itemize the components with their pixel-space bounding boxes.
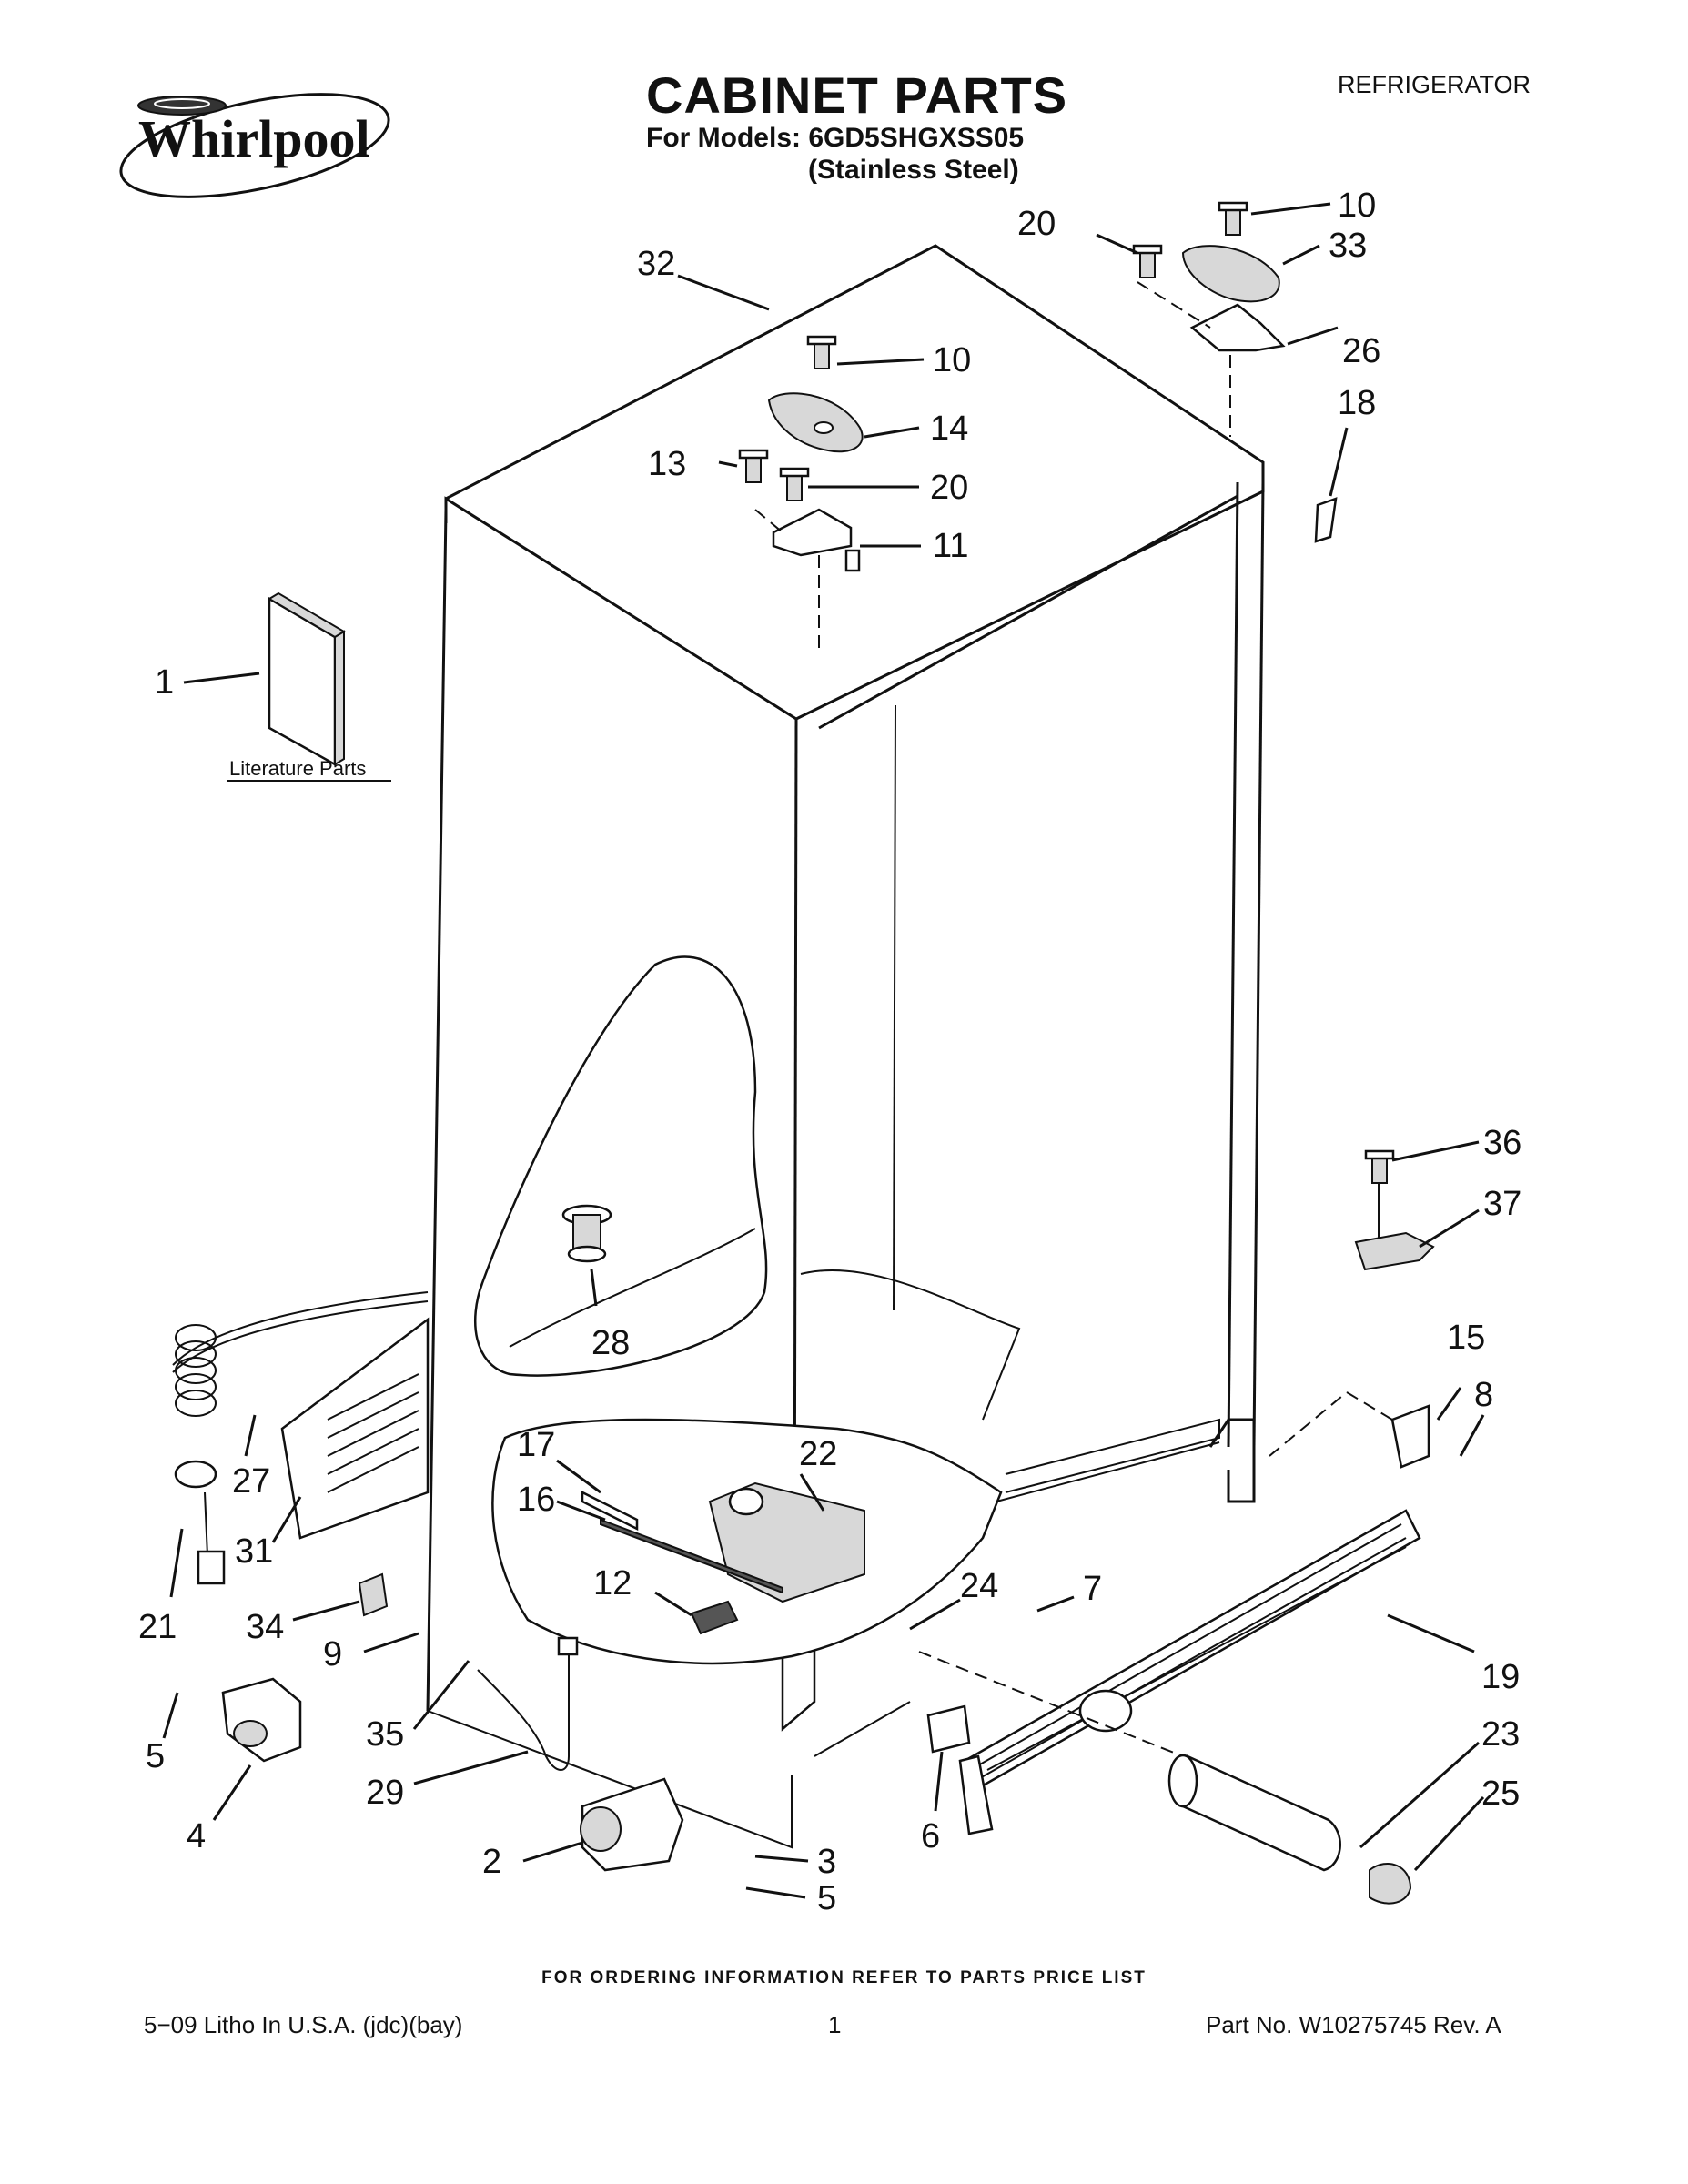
hinge-15 bbox=[1390, 1404, 1430, 1469]
category-label: REFRIGERATOR bbox=[1338, 71, 1531, 98]
page-title: CABINET PARTS bbox=[646, 66, 1068, 124]
callout-5-right: 5 bbox=[817, 1879, 836, 1917]
screws bbox=[738, 201, 1395, 1184]
callout-17: 17 bbox=[517, 1426, 555, 1464]
part-number: Part No. W10275745 Rev. A bbox=[1206, 2011, 1501, 2038]
callout-31: 31 bbox=[235, 1532, 273, 1571]
callout-14: 14 bbox=[930, 410, 968, 448]
callout-4: 4 bbox=[187, 1817, 206, 1855]
tube-16 bbox=[600, 1518, 783, 1594]
hinge-cover-33 bbox=[1181, 245, 1280, 303]
ordering-note: FOR ORDERING INFORMATION REFER TO PARTS … bbox=[541, 1968, 1147, 1987]
callout-22: 22 bbox=[799, 1435, 837, 1473]
callout-27: 27 bbox=[232, 1462, 270, 1501]
leader-lines bbox=[162, 202, 1485, 1899]
callout-28: 28 bbox=[591, 1324, 630, 1362]
water-filter-23 bbox=[1167, 1754, 1341, 1872]
finish-line: (Stainless Steel) bbox=[808, 155, 1019, 185]
callout-32: 32 bbox=[637, 245, 675, 283]
filter-cap-25 bbox=[1369, 1862, 1412, 1905]
callout-10-right: 10 bbox=[1338, 187, 1376, 225]
callout-19: 19 bbox=[1481, 1658, 1520, 1696]
callout-10-left: 10 bbox=[933, 341, 971, 379]
callout-12: 12 bbox=[593, 1564, 632, 1603]
callout-16: 16 bbox=[517, 1481, 555, 1519]
clip-12 bbox=[690, 1600, 739, 1635]
models-line: For Models: 6GD5SHGXSS05 bbox=[646, 123, 1025, 153]
callout-25: 25 bbox=[1481, 1774, 1520, 1813]
callout-23: 23 bbox=[1481, 1715, 1520, 1754]
callout-2: 2 bbox=[482, 1843, 501, 1881]
literature-book bbox=[268, 592, 346, 767]
callout-13: 13 bbox=[648, 445, 686, 483]
callout-3: 3 bbox=[817, 1843, 836, 1881]
rear-panel-31 bbox=[280, 1317, 430, 1540]
litho-info: 5−09 Litho In U.S.A. (jdc)(bay) bbox=[144, 2011, 463, 2038]
callout-21: 21 bbox=[138, 1608, 177, 1646]
callout-1: 1 bbox=[155, 663, 174, 702]
callout-29: 29 bbox=[366, 1774, 404, 1812]
callout-6: 6 bbox=[921, 1817, 940, 1855]
page-number: 1 bbox=[828, 2011, 842, 2038]
callout-9: 9 bbox=[323, 1635, 342, 1673]
drain-fitting-28 bbox=[561, 1204, 612, 1263]
callout-7: 7 bbox=[1083, 1570, 1102, 1608]
callout-11: 11 bbox=[933, 527, 968, 565]
bracket-37 bbox=[1354, 1231, 1435, 1271]
cutaway-shelf bbox=[473, 956, 768, 1377]
callout-37: 37 bbox=[1483, 1185, 1521, 1223]
hinge-cover-14 bbox=[767, 392, 864, 453]
hinge-pin-18 bbox=[1314, 497, 1338, 543]
base-grille-19 bbox=[958, 1509, 1421, 1835]
callout-35: 35 bbox=[366, 1715, 404, 1754]
brand-wordmark: Whirlpool bbox=[138, 109, 370, 168]
callout-34: 34 bbox=[246, 1608, 284, 1646]
callout-26: 26 bbox=[1342, 332, 1380, 370]
callout-33: 33 bbox=[1329, 227, 1367, 265]
callout-18: 18 bbox=[1338, 384, 1376, 422]
callout-15: 15 bbox=[1447, 1319, 1485, 1357]
power-cord-21 bbox=[172, 1291, 429, 1585]
callout-8: 8 bbox=[1474, 1376, 1493, 1414]
callout-36: 36 bbox=[1483, 1124, 1521, 1162]
callout-24: 24 bbox=[960, 1567, 998, 1605]
clip-34 bbox=[358, 1572, 389, 1617]
callout-20-right: 20 bbox=[1017, 205, 1056, 243]
hinge-11 bbox=[772, 508, 861, 572]
callout-labels: 1 Literature Parts 32 10 14 13 20 11 10 … bbox=[138, 187, 1521, 1917]
whirlpool-logo: Whirlpool bbox=[119, 93, 390, 198]
callout-5-left: 5 bbox=[146, 1737, 165, 1775]
drain-tube-29 bbox=[477, 1652, 570, 1771]
cover-6 bbox=[926, 1704, 971, 1754]
roller-4 bbox=[221, 1677, 302, 1763]
callout-20-left: 20 bbox=[930, 469, 968, 507]
water-valve-22 bbox=[708, 1481, 865, 1603]
tube-17 bbox=[581, 1490, 639, 1532]
literature-parts-label: Literature Parts bbox=[229, 757, 366, 780]
hinge-26 bbox=[1189, 303, 1286, 352]
